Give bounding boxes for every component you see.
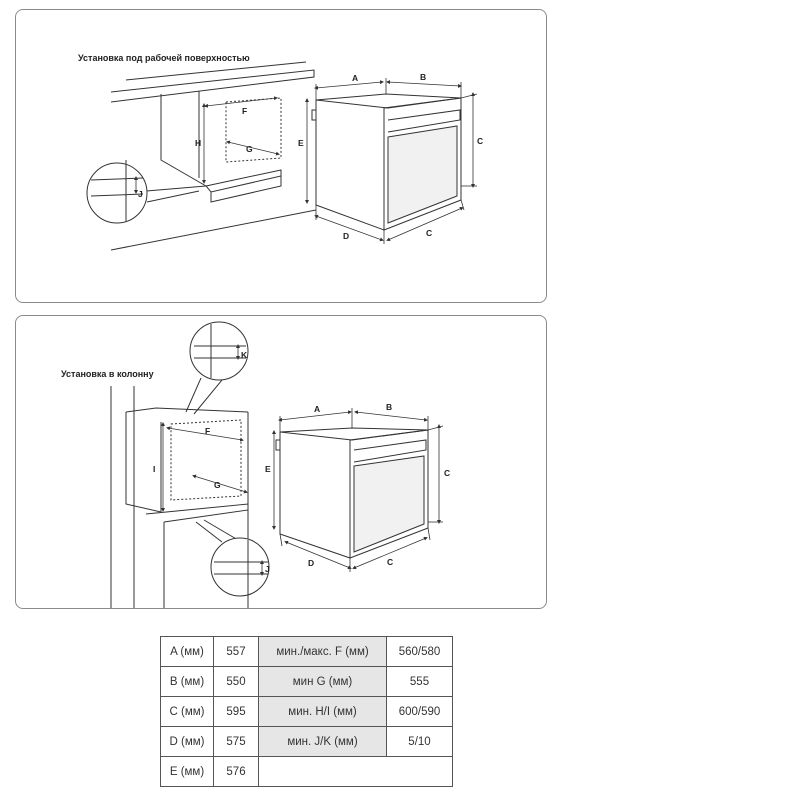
label-e: E	[298, 138, 304, 148]
panel-title: Установка под рабочей поверхностью	[78, 53, 250, 63]
table-cell: мин. H/I (мм)	[258, 696, 387, 727]
dim-b	[354, 410, 428, 422]
panel-under-counter: Установка под рабочей поверхностью	[15, 9, 547, 303]
dim-a	[314, 80, 384, 90]
dim-g	[226, 140, 280, 156]
label-a: A	[314, 404, 320, 414]
dim-a	[278, 410, 352, 422]
floor-line	[110, 209, 317, 251]
oven-side	[315, 100, 385, 231]
panel-column-install: Установка в колонну F G I	[15, 315, 547, 609]
oven-top	[279, 427, 429, 441]
dim-f	[166, 426, 244, 442]
dim-d	[314, 214, 384, 242]
table-row: A (мм) 557 мин./макс. F (мм) 560/580	[160, 636, 453, 667]
dim-g	[192, 474, 248, 494]
label-f: F	[242, 106, 247, 116]
label-c-bottom: C	[426, 228, 432, 238]
dim-c-bottom	[386, 206, 464, 242]
label-e: E	[265, 464, 271, 474]
dimensions-table: A (мм) 557 мин./макс. F (мм) 560/580 B (…	[160, 636, 453, 787]
column-inner-back	[170, 419, 242, 501]
label-b: B	[386, 402, 392, 412]
table-cell: D (мм)	[160, 726, 214, 757]
dim-b	[386, 80, 462, 88]
table-cell: 600/590	[386, 696, 453, 727]
oven-door	[387, 125, 458, 224]
dim-d	[284, 540, 352, 570]
table-row: E (мм) 576	[160, 756, 453, 787]
label-c-right: C	[477, 136, 483, 146]
cabinet-rail	[210, 176, 282, 203]
panel-title: Установка в колонну	[61, 369, 154, 379]
table-row: C (мм) 595 мин. H/I (мм) 600/590	[160, 696, 453, 727]
table-cell: 5/10	[386, 726, 453, 757]
table-cell: 550	[213, 666, 259, 697]
table-cell: A (мм)	[160, 636, 214, 667]
label-b: B	[420, 72, 426, 82]
table-cell: 595	[213, 696, 259, 727]
column-top	[125, 407, 249, 413]
under-counter-diagram: F G H J	[86, 61, 483, 251]
table-cell: мин G (мм)	[258, 666, 387, 697]
column-install-diagram: F G I K J	[110, 321, 450, 608]
label-d: D	[308, 558, 314, 568]
label-h: H	[195, 138, 201, 148]
table-row: D (мм) 575 мин. J/K (мм) 5/10	[160, 726, 453, 757]
detail-circle-k	[189, 321, 249, 381]
label-g: G	[246, 144, 253, 154]
table-cell-empty	[258, 756, 453, 787]
countertop	[110, 69, 315, 103]
label-i: I	[153, 464, 155, 474]
table-row: B (мм) 550 мин G (мм) 555	[160, 666, 453, 697]
oven-side	[279, 432, 351, 559]
table-cell: мин. J/K (мм)	[258, 726, 387, 757]
table-cell: C (мм)	[160, 696, 214, 727]
table-cell: 560/580	[386, 636, 453, 667]
label-g: G	[214, 480, 221, 490]
label-j: J	[265, 564, 270, 574]
oven-door	[353, 455, 425, 553]
oven-control-panel	[387, 109, 461, 133]
table-cell: 575	[213, 726, 259, 757]
dim-c-bottom	[352, 536, 428, 570]
detail-circle-j	[210, 537, 270, 597]
label-c-bottom: C	[387, 557, 393, 567]
label-j: J	[138, 189, 143, 199]
label-a: A	[352, 73, 358, 83]
dim-f	[204, 96, 278, 108]
label-c-right: C	[444, 468, 450, 478]
table-cell: E (мм)	[160, 756, 214, 787]
table-cell: B (мм)	[160, 666, 214, 697]
column-upper-shelf	[125, 412, 162, 513]
label-d: D	[343, 231, 349, 241]
countertop-back	[125, 61, 307, 81]
table-cell: 557	[213, 636, 259, 667]
table-cell: мин./макс. F (мм)	[258, 636, 387, 667]
oven-control-panel	[353, 439, 427, 463]
label-f: F	[205, 426, 210, 436]
cabinet-left-wall	[160, 94, 207, 187]
table-cell: 555	[386, 666, 453, 697]
label-k: K	[241, 350, 248, 360]
column-shelf	[145, 503, 249, 523]
table-cell: 576	[213, 756, 259, 787]
